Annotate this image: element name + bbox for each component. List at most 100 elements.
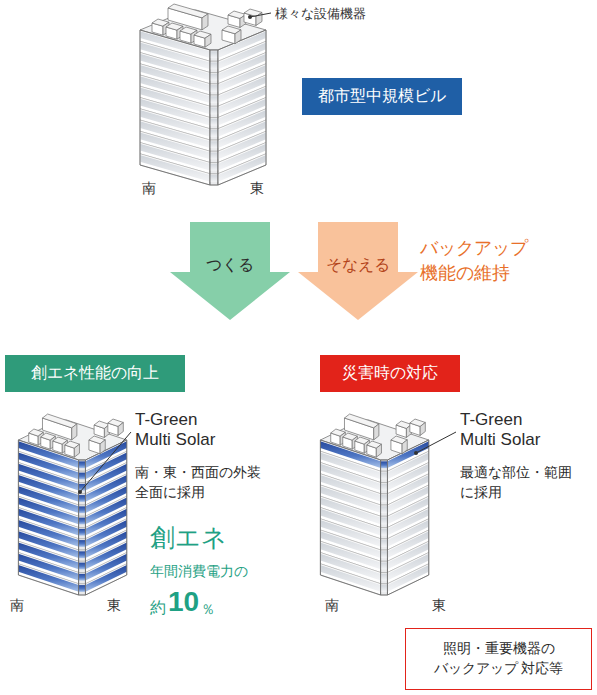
arrow-label: そなえる [298,254,418,276]
floor-band [381,584,388,595]
floor-band [79,516,86,527]
floor-band [210,163,218,174]
floor-band [79,483,86,494]
equipment [235,30,241,44]
window-strip [381,551,388,558]
window-strip [210,164,218,171]
category-box: 都市型中規模ビル [302,78,462,115]
equipment [74,444,79,457]
equipment [376,444,381,457]
floor-band [381,516,388,527]
floor-band [79,550,86,561]
window-strip [381,473,388,480]
floor-band [85,564,126,595]
leader-line [80,432,131,492]
window-strip [381,484,388,491]
value-number: 10 [168,588,199,616]
window-strip [210,96,218,103]
solar-panel [79,506,86,513]
window-strip [381,495,388,502]
heading-box: 災害時の対応 [320,355,460,392]
solar-panel [79,585,86,592]
floor-band [79,584,86,595]
arrow-body [170,222,290,320]
solar-panel [79,461,86,468]
equipment [374,424,379,440]
floor-band [79,528,86,539]
solar-panel [381,461,388,468]
window-strip [381,540,388,547]
equipment [344,414,378,428]
direction-label: 東 [250,180,264,198]
floor-band [210,84,218,95]
callout-label: 様々な設備機器 [275,6,366,22]
floor-band [381,573,388,584]
floor-band [381,505,388,516]
solar-panel [79,495,86,502]
block-arrow: つくる [170,222,290,322]
equipment [42,414,76,428]
direction-label: 南 [10,597,24,615]
floor-band [79,573,86,584]
box-label: 照明・重要機器の バックアップ 対応等 [424,639,574,678]
solar-panel [79,529,86,536]
floor-band [79,471,86,482]
floor-band [18,564,78,595]
window-strip [210,153,218,160]
floor-band [210,151,218,162]
solar-panel [79,473,86,480]
direction-label: 南 [142,180,156,198]
leader-dot [414,451,418,455]
heading-box: 創エネ性能の向上 [5,355,185,392]
facade-outline [85,440,126,595]
arrow-label: つくる [170,254,290,276]
highlight-label: 創エネ [150,522,227,553]
description-label: 最適な部位・範囲 に採用 [460,462,585,503]
window-strip [210,141,218,148]
floor-band [79,561,86,572]
facade-outline [320,440,380,595]
floor-band [381,494,388,505]
floor-band [320,564,380,595]
window-strip [381,529,388,536]
box-label: 災害時の対応 [342,362,438,384]
window-strip [381,585,388,592]
floor-band [79,494,86,505]
floor-band [381,460,388,471]
solar-building-full [18,414,126,595]
solar-panel [79,551,86,558]
floor-band [79,460,86,471]
solar-building-partial [320,414,428,595]
window-strip [381,506,388,513]
highlight-label: 年間消費電力の [150,563,248,581]
direction-label: 南 [325,597,339,615]
floor-band [210,95,218,106]
facade-outline [79,460,86,595]
floor-band [210,140,218,151]
window-strip [210,175,218,182]
direction-label: 東 [432,597,446,615]
window-strip [210,74,218,81]
product-name: T-Green Multi Solar [460,410,558,449]
solar-panel [79,574,86,581]
floor-band [210,118,218,129]
floor-band [210,174,218,185]
equipment [202,14,208,30]
window-strip [320,565,380,592]
window-strip [210,108,218,115]
floor-band [210,106,218,117]
floor-band [387,564,428,595]
note-label: バックアップ 機能の維持 [420,236,542,286]
floor-band [381,561,388,572]
facade-outline [381,460,388,595]
note-box: 照明・重要機器の バックアップ 対応等 [405,628,592,690]
facade-outline [210,50,218,185]
description-label: 南・東・西面の外装 全面に採用 [135,462,275,503]
leader-dot [248,15,252,19]
box-label: 都市型中規模ビル [318,85,446,107]
floor-band [210,129,218,140]
window-strip [210,130,218,137]
window-strip [210,85,218,92]
window-strip [210,51,218,58]
